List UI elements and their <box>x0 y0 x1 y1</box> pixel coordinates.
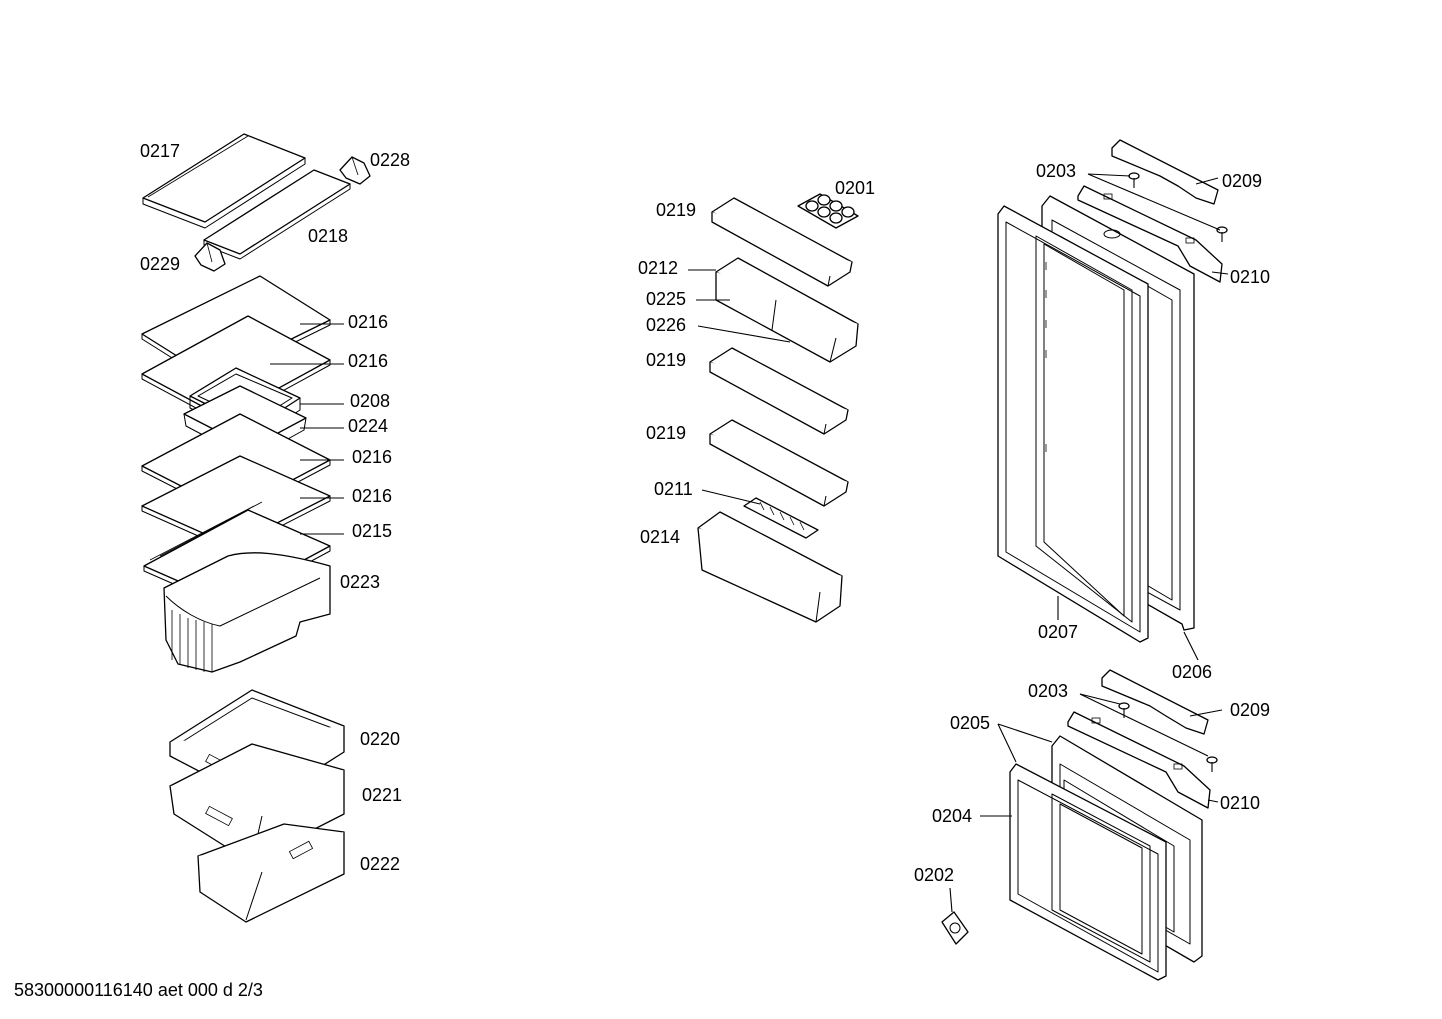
part-0217-shelf <box>142 133 306 229</box>
label-0204: 0204 <box>932 806 972 826</box>
label-0225: 0225 <box>646 289 686 309</box>
label-0208: 0208 <box>350 391 390 411</box>
label-0222: 0222 <box>360 854 400 874</box>
part-0203-screw-bottom-2 <box>1206 756 1218 772</box>
label-0214: 0214 <box>640 527 680 547</box>
part-0202-bracket <box>941 911 969 945</box>
label-0215: 0215 <box>352 521 392 541</box>
label-0219-a: 0219 <box>656 200 696 220</box>
label-0216-c: 0216 <box>352 447 392 467</box>
label-0210-a: 0210 <box>1230 267 1270 287</box>
part-0210-hinge-bottom <box>1067 711 1211 809</box>
label-0209-a: 0209 <box>1222 171 1262 191</box>
part-0219-door-bin-1 <box>711 197 853 287</box>
label-0203-a: 0203 <box>1036 161 1076 181</box>
label-0210-b: 0210 <box>1220 793 1260 813</box>
part-0212-door-bin-lidded <box>715 257 859 363</box>
label-0209-b: 0209 <box>1230 700 1270 720</box>
label-0217: 0217 <box>140 141 180 161</box>
document-id: 58300000116140 aet 000 d 2/3 <box>14 980 263 1000</box>
label-0203-b: 0203 <box>1028 681 1068 701</box>
label-0229: 0229 <box>140 254 180 274</box>
part-0229-clip <box>194 242 226 272</box>
part-0219-door-bin-2 <box>709 347 849 435</box>
label-0206: 0206 <box>1172 662 1212 682</box>
label-0202: 0202 <box>914 865 954 885</box>
label-0224: 0224 <box>348 416 388 436</box>
part-0219-door-bin-3 <box>709 419 849 507</box>
label-0223: 0223 <box>340 572 380 592</box>
part-0204-freezer-gasket <box>1009 763 1167 981</box>
part-0207-door-gasket <box>997 205 1149 643</box>
label-0219-b: 0219 <box>646 350 686 370</box>
label-0216-d: 0216 <box>352 486 392 506</box>
label-0228: 0228 <box>370 150 410 170</box>
label-0216-a: 0216 <box>348 312 388 332</box>
label-0221: 0221 <box>362 785 402 805</box>
label-0226: 0226 <box>646 315 686 335</box>
part-0211-bottle-holder <box>743 497 819 539</box>
part-0223-crisper-cover <box>163 552 331 673</box>
part-0214-door-bin-large <box>697 511 843 623</box>
label-0211: 0211 <box>654 479 693 499</box>
label-0218: 0218 <box>308 226 348 246</box>
part-0221-drawer <box>169 743 345 863</box>
part-0228-clip <box>339 156 371 185</box>
label-0220: 0220 <box>360 729 400 749</box>
label-0205: 0205 <box>950 713 990 733</box>
label-0201: 0201 <box>835 178 875 198</box>
part-0201-egg-tray <box>797 193 859 229</box>
part-0203-screw-bottom-1 <box>1118 702 1130 718</box>
label-0216-b: 0216 <box>348 351 388 371</box>
part-0210-hinge-top <box>1077 185 1223 283</box>
part-0203-screw-top-2 <box>1216 226 1228 242</box>
part-0218-shelf <box>203 169 351 260</box>
label-0219-c: 0219 <box>646 423 686 443</box>
label-0212: 0212 <box>638 258 678 278</box>
part-0222-drawer <box>197 823 345 923</box>
part-0209-hinge-cover-bottom <box>1101 669 1209 735</box>
label-0207: 0207 <box>1038 622 1078 642</box>
part-0203-screw-top-1 <box>1128 172 1140 188</box>
part-0209-hinge-cover-top <box>1111 139 1219 205</box>
